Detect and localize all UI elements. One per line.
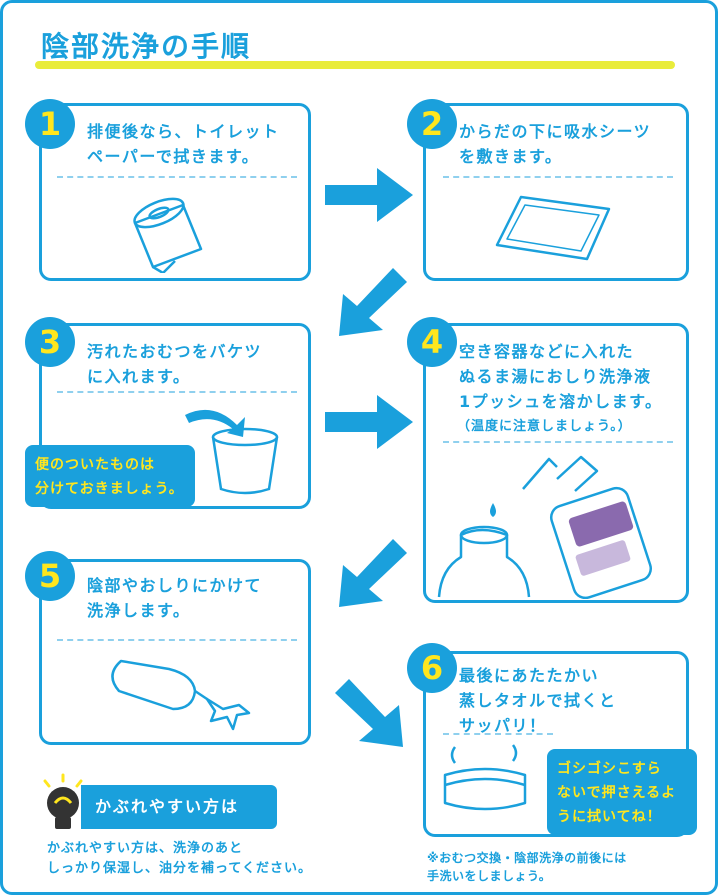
step-text-3: 汚れたおむつをバケツ に入れます。 [87,342,263,386]
step-number-6: 6 [407,643,457,693]
arrow-down-left-icon [339,268,407,336]
step-number-4: 4 [407,317,457,367]
step-number-2: 2 [407,99,457,149]
step-number-1: 1 [25,99,75,149]
step-text-5: 陰部やおしりにかけて 洗浄します。 [87,576,263,620]
arrow-down-right-icon [335,679,403,747]
step-number-3: 3 [25,317,75,367]
step-number-5: 5 [25,551,75,601]
steamed-towel-illustration [443,744,527,811]
step-divider-4 [443,441,673,443]
arrow-right-icon [325,395,413,449]
step-divider-5 [57,639,297,641]
step-text-1: 排便後なら、トイレット ペーパーで拭きます。 [87,122,280,166]
arrow-right-icon [325,168,413,222]
wash-bottle-illustration [437,455,653,599]
step-divider-2 [443,176,673,178]
title-underline [35,61,675,69]
tip-body: かぶれやすい方は、洗浄のあと しっかり保湿し、油分を補ってください。 [47,841,312,876]
step-divider-3 [57,391,297,393]
step-card-4 [423,323,689,603]
step-divider-6 [443,733,553,735]
squeeze-bottle-illustration [111,659,251,731]
step-note-4: （温度に注意しましょう。） [457,419,632,434]
step-divider-1 [57,176,297,178]
lightbulb-icon [43,773,83,829]
toilet-paper-illustration [133,197,203,273]
step-text-4: 空き容器などに入れた ぬるま湯におしり洗浄液 1プッシュを溶かします。 [459,342,663,411]
tip-header: かぶれやすい方は [81,785,277,829]
bucket-illustration [185,409,279,495]
page-title: 陰部洗浄の手順 [41,30,252,63]
handwash-footnote: ※おむつ交換・陰部洗浄の前後には 手洗いをしましょう。 [427,851,627,883]
arrow-down-left-icon [339,539,407,607]
step-text-6: 最後にあたたかい 蒸しタオルで拭くと サッパリ！ [459,666,617,735]
step-card-1 [39,103,311,281]
absorbent-sheet-illustration [495,195,611,261]
step-card-2 [423,103,689,281]
step-6-callout: ゴシゴシこすら ないで押さえるよ うに拭いてね！ [547,749,697,835]
step-text-2: からだの下に吸水シーツ を敷きます。 [459,122,652,166]
step-card-5 [39,559,311,745]
step-3-callout: 便のついたものは 分けておきましょう。 [25,445,195,507]
